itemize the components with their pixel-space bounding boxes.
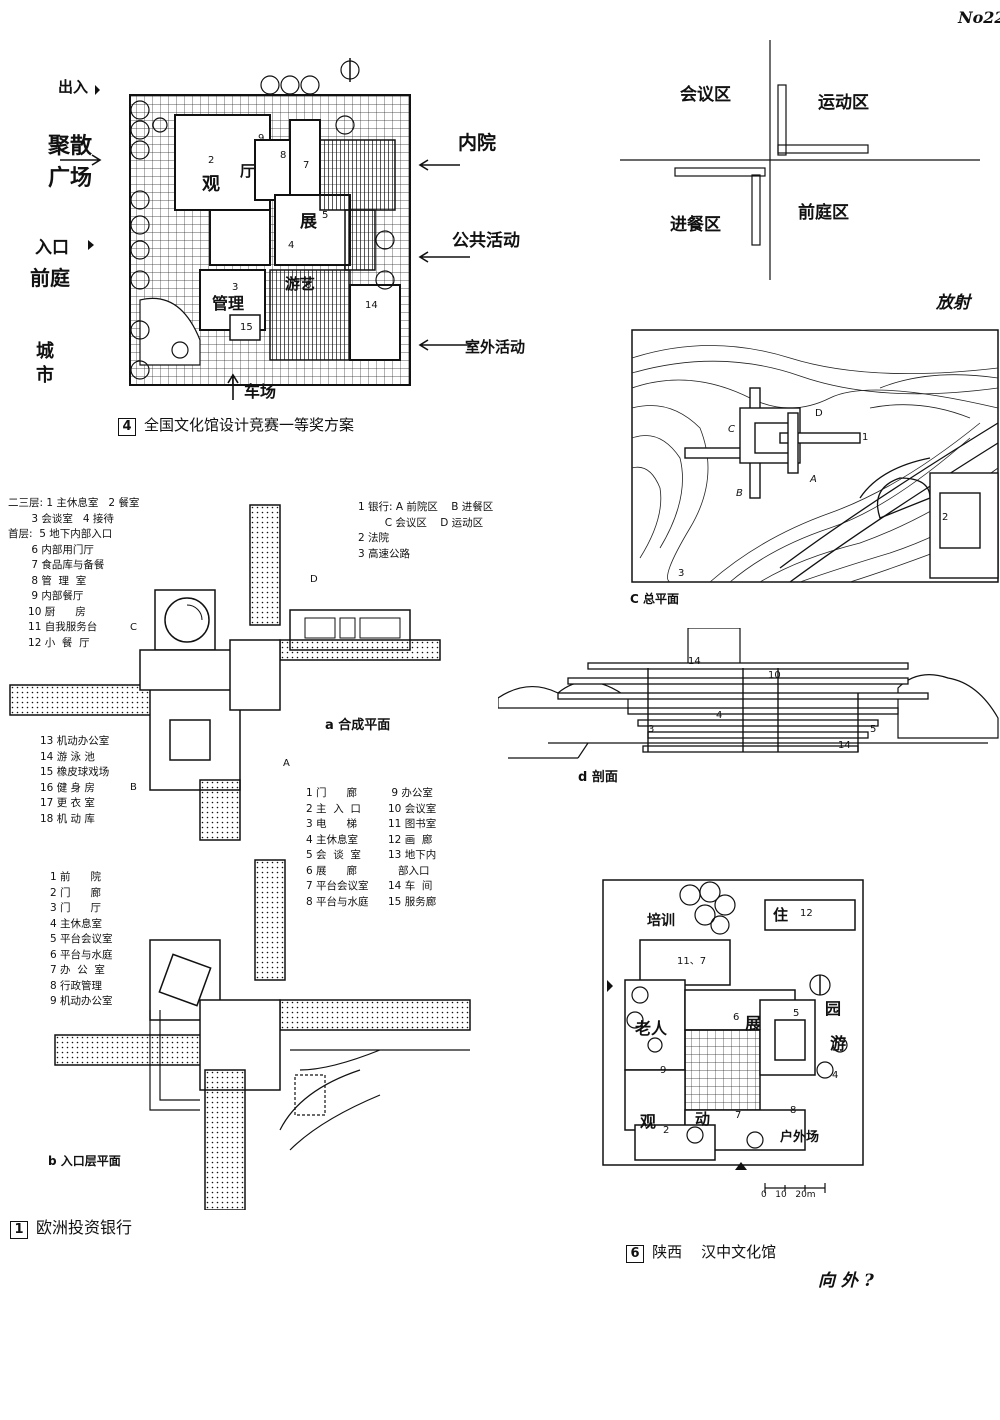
num-8: 8 <box>280 150 287 161</box>
site-label-B: B <box>736 488 743 499</box>
label-play: 游 <box>830 1034 847 1053</box>
label-exhibit-6: 展 <box>745 1014 762 1033</box>
section-d: 14 10 4 5 14 3 d 剖面 <box>498 628 1000 788</box>
site-label-D: D <box>815 408 823 419</box>
zone-dining: 进餐区 <box>670 215 721 235</box>
site-label-1: 1 <box>862 432 869 443</box>
label-parking: 车场 <box>244 382 277 401</box>
plan-6-hanzhong: 培训 住 老人 展 园 游 观 动 户外场 12 11、7 6 5 4 9 2 … <box>595 870 875 1263</box>
zone-front: 前庭区 <box>798 203 849 223</box>
section-label-10: 10 <box>768 670 781 681</box>
scale-bar-label: 0 10 20m <box>761 1190 816 1200</box>
entry-plan-caption: b 入口层平面 <box>48 1154 121 1168</box>
site-plan-drawing <box>631 329 999 583</box>
legend-floors: 二三层: 1 主休息室 2 餐室 3 会谈室 4 接待 首层: 5 地下内部入口… <box>8 497 140 649</box>
zone-diagram: 会议区 运动区 进餐区 前庭区 放射 <box>600 40 1000 330</box>
plan-1-caption: 1 欧洲投资银行 <box>10 1214 132 1239</box>
label-entrance-top: 出入 <box>58 78 89 96</box>
section-label-3: 3 <box>648 724 655 735</box>
label-outdoor-activity: 室外活动 <box>465 338 526 356</box>
plan-6-caption: 6 陕西 汉中文化馆 <box>607 1223 776 1281</box>
section-label-4: 4 <box>716 710 723 721</box>
num-8: 8 <box>790 1105 797 1116</box>
site-plan-caption: C 总平面 <box>630 592 679 606</box>
caption-text: 陕西 汉中文化馆 <box>652 1243 777 1261</box>
caption-number-box: 4 <box>118 418 136 436</box>
site-label-2: 2 <box>942 512 949 523</box>
label-move: 动 <box>695 1110 711 1128</box>
legend-bank-zones: 1 银行: A 前院区 B 进餐区 C 会议区 D 运动区 2 法院 3 高速公… <box>358 501 494 560</box>
num-15: 15 <box>240 322 253 333</box>
page-number: No22 <box>958 8 1000 27</box>
num-2: 2 <box>663 1125 670 1136</box>
label-plaza: 聚散 广场 <box>48 133 93 191</box>
zone-letter-C: C <box>130 622 137 633</box>
label-hall: 观 <box>202 174 220 195</box>
num-14: 14 <box>365 300 378 311</box>
plan-4-drawing <box>60 58 470 400</box>
site-plan-c: A B C D 1 2 3 C 总平面 <box>630 328 1000 608</box>
plan-1-eib: 二三层: 1 主休息室 2 餐室 3 会谈室 4 接待 首层: 5 地下内部入口… <box>0 490 500 1250</box>
num-4: 4 <box>288 240 295 251</box>
num-12: 12 <box>800 908 813 919</box>
num-9: 9 <box>258 133 265 144</box>
zone-letter-D: D <box>310 574 318 585</box>
num-5: 5 <box>322 210 329 221</box>
zone-letter-B: B <box>130 782 137 793</box>
label-admin: 管理 <box>212 294 245 313</box>
zone-diagram-lines <box>620 40 980 280</box>
plan-4-competition: 出入 聚散 广场 入口 前庭 城 市 内院 公共活动 室外活动 车场 观 厅 展… <box>0 0 560 440</box>
eib-composite-plan <box>9 504 471 1210</box>
zone-sports: 运动区 <box>818 93 869 113</box>
num-7: 7 <box>735 1110 742 1121</box>
section-caption: d 剖面 <box>578 770 618 785</box>
label-view: 观 <box>640 1112 657 1131</box>
section-drawing <box>498 628 999 759</box>
zone-letter-A: A <box>283 758 290 769</box>
num-2: 2 <box>208 155 215 166</box>
label-outdoor: 户外场 <box>780 1130 820 1145</box>
label-garden: 园 <box>825 999 842 1018</box>
hanzhong-plan-drawing <box>602 879 864 1193</box>
site-label-A: A <box>810 474 817 485</box>
section-label-5: 5 <box>870 724 877 735</box>
legend-entry-level: 1 前 院 2 门 廊 3 门 厅 4 主休息室 5 平台会议室 6 平台与水庭… <box>50 871 113 1007</box>
label-exhibit: 展 <box>300 212 317 232</box>
section-label-14-bottom: 14 <box>838 740 851 751</box>
label-old: 老人 <box>635 1019 668 1038</box>
caption-text: 全国文化馆设计竞赛一等奖方案 <box>144 416 355 434</box>
num-5: 5 <box>793 1008 800 1019</box>
caption-number-box: 1 <box>10 1221 28 1239</box>
num-4: 4 <box>832 1070 839 1081</box>
plan-4-caption: 4 全国文化馆设计竞赛一等奖方案 <box>118 414 354 436</box>
site-label-3: 3 <box>678 568 685 579</box>
zone-meeting: 会议区 <box>680 85 731 105</box>
legend-b-level: 13 机动办公室 14 游 泳 池 15 橡皮球戏场 16 健 身 房 17 更… <box>40 735 110 825</box>
legend-mid-right: 9 办公室 10 会议室 11 图书室 12 画 廊 13 地下内 部入口 14… <box>388 787 437 908</box>
num-6: 6 <box>733 1012 740 1023</box>
num-7: 7 <box>303 160 310 171</box>
label-live: 住 <box>773 906 789 924</box>
num-6: 6 <box>305 280 312 291</box>
caption-number-box: 6 <box>626 1245 645 1263</box>
label-inner-court: 内院 <box>458 132 497 154</box>
label-hall-2: 厅 <box>240 162 256 180</box>
section-label-14-top: 14 <box>688 656 701 667</box>
zone-note-radial: 放射 <box>936 293 970 313</box>
label-entrance: 入口 <box>35 238 69 258</box>
label-train: 培训 <box>647 913 675 929</box>
handwritten-note-bottom: 向 外 ? <box>818 1271 874 1291</box>
label-public-activity: 公共活动 <box>452 231 520 251</box>
legend-mid-left: 1 门 廊 2 主 入 口 3 电 梯 4 主休息室 5 会 谈 室 6 展 廊… <box>306 787 369 908</box>
caption-text: 欧洲投资银行 <box>36 1218 133 1237</box>
site-label-C: C <box>728 424 735 435</box>
composite-plan-caption: a 合成平面 <box>325 718 391 733</box>
label-city: 城 市 <box>36 341 54 386</box>
num-11-7: 11、7 <box>677 956 707 967</box>
label-art: 游艺 <box>285 275 316 293</box>
num-9: 9 <box>660 1065 667 1076</box>
num-3: 3 <box>232 282 239 293</box>
label-front-court: 前庭 <box>30 266 70 290</box>
